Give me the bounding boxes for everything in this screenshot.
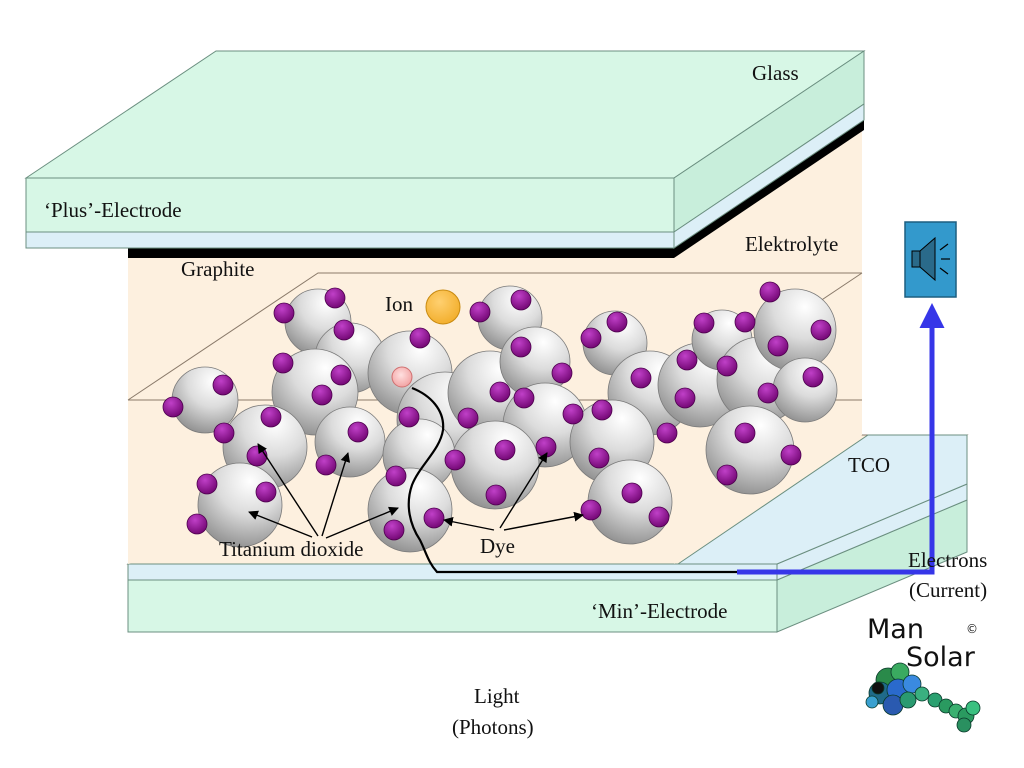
photons-label: (Photons) xyxy=(452,715,534,739)
dye-molecule xyxy=(494,439,516,461)
logo-man: Man xyxy=(867,614,924,645)
dye-molecule xyxy=(757,382,779,404)
dye-molecule xyxy=(273,302,295,324)
dye-molecule xyxy=(489,381,511,403)
electron-path xyxy=(407,386,737,574)
dye-molecule xyxy=(213,422,235,444)
ion-label: Ion xyxy=(385,292,413,316)
tio2-arrows xyxy=(248,443,399,539)
min-glass-front xyxy=(127,579,778,633)
plus-electrode-label: ‘Plus’-Electrode xyxy=(44,198,182,222)
dye-molecule xyxy=(162,396,184,418)
dye-molecule xyxy=(423,507,445,529)
dye-molecule xyxy=(246,445,268,467)
mid-layer-outline xyxy=(127,272,862,401)
dye-molecule xyxy=(580,327,602,349)
dye-molecule xyxy=(457,407,479,429)
dye-molecule xyxy=(260,406,282,428)
dye-molecule xyxy=(513,387,535,409)
excited-dye-hole xyxy=(391,366,413,388)
dye-molecule xyxy=(444,449,466,471)
elektrolyte-label: Elektrolyte xyxy=(745,232,838,256)
logo-copyright: © xyxy=(966,622,978,636)
dye-molecule xyxy=(693,312,715,334)
dye-molecule xyxy=(398,406,420,428)
logo-bead xyxy=(865,695,879,709)
logo-solar: Solar xyxy=(906,642,976,673)
min-electrode-label: ‘Min’-Electrode xyxy=(591,599,727,623)
dye-molecule xyxy=(648,506,670,528)
dye-molecule xyxy=(676,349,698,371)
dye-molecule xyxy=(656,422,678,444)
logo-molecule-icon xyxy=(865,662,981,733)
speaker-icon xyxy=(911,236,950,282)
tco-label: TCO xyxy=(848,453,890,477)
dye-molecule xyxy=(383,519,405,541)
plus-strip-front xyxy=(25,231,675,249)
dye-molecule xyxy=(551,362,573,384)
dye-molecule xyxy=(385,465,407,487)
dye-molecule xyxy=(780,444,802,466)
speaker-box[interactable] xyxy=(904,221,957,298)
dye-molecule xyxy=(212,374,234,396)
ion-particle xyxy=(425,289,461,325)
logo-bead xyxy=(871,681,885,695)
dye-molecule xyxy=(716,464,738,486)
titanium-dioxide-label: Titanium dioxide xyxy=(219,537,364,561)
dye-molecule xyxy=(330,364,352,386)
dye-molecule xyxy=(255,481,277,503)
dye-molecule xyxy=(759,281,781,303)
glass-front xyxy=(25,177,675,233)
current-label: (Current) xyxy=(909,578,987,602)
graphite-label: Graphite xyxy=(181,257,254,281)
dye-molecule xyxy=(315,454,337,476)
electrons-label: Electrons xyxy=(908,548,987,572)
dye-molecule xyxy=(734,422,756,444)
logo-bead xyxy=(956,717,972,733)
dye-molecule xyxy=(606,311,628,333)
dye-molecule xyxy=(621,482,643,504)
dye-molecule xyxy=(810,319,832,341)
dye-molecule xyxy=(186,513,208,535)
dye-molecule xyxy=(588,447,610,469)
dye-molecule xyxy=(674,387,696,409)
dye-molecule xyxy=(630,367,652,389)
plus-electrode-assembly xyxy=(24,50,866,258)
dye-molecule xyxy=(311,384,333,406)
dye-molecule xyxy=(716,355,738,377)
dye-molecule xyxy=(591,399,613,421)
dye-molecule xyxy=(802,366,824,388)
dye-molecule xyxy=(333,319,355,341)
dye-molecule xyxy=(324,287,346,309)
dye-molecule xyxy=(580,499,602,521)
mansolar-logo: Man Solar © xyxy=(865,614,981,733)
current-wire xyxy=(737,303,945,575)
dye-label: Dye xyxy=(480,534,515,558)
logo-bead xyxy=(899,691,917,709)
dye-molecule xyxy=(196,473,218,495)
dye-molecule xyxy=(409,327,431,349)
dye-molecule xyxy=(510,336,532,358)
dye-molecule xyxy=(469,301,491,323)
dye-molecule xyxy=(767,335,789,357)
light-label: Light xyxy=(474,684,520,708)
logo-bead xyxy=(965,700,981,716)
dye-arrows xyxy=(443,452,584,531)
logo-bead xyxy=(914,686,930,702)
particle-layer xyxy=(162,281,838,553)
dye-molecule xyxy=(510,289,532,311)
glass-label: Glass xyxy=(752,61,799,85)
dye-molecule xyxy=(272,352,294,374)
dye-molecule xyxy=(734,311,756,333)
tio2-particle xyxy=(772,357,838,423)
dye-molecule xyxy=(347,421,369,443)
dye-molecule xyxy=(485,484,507,506)
dye-molecule xyxy=(562,403,584,425)
